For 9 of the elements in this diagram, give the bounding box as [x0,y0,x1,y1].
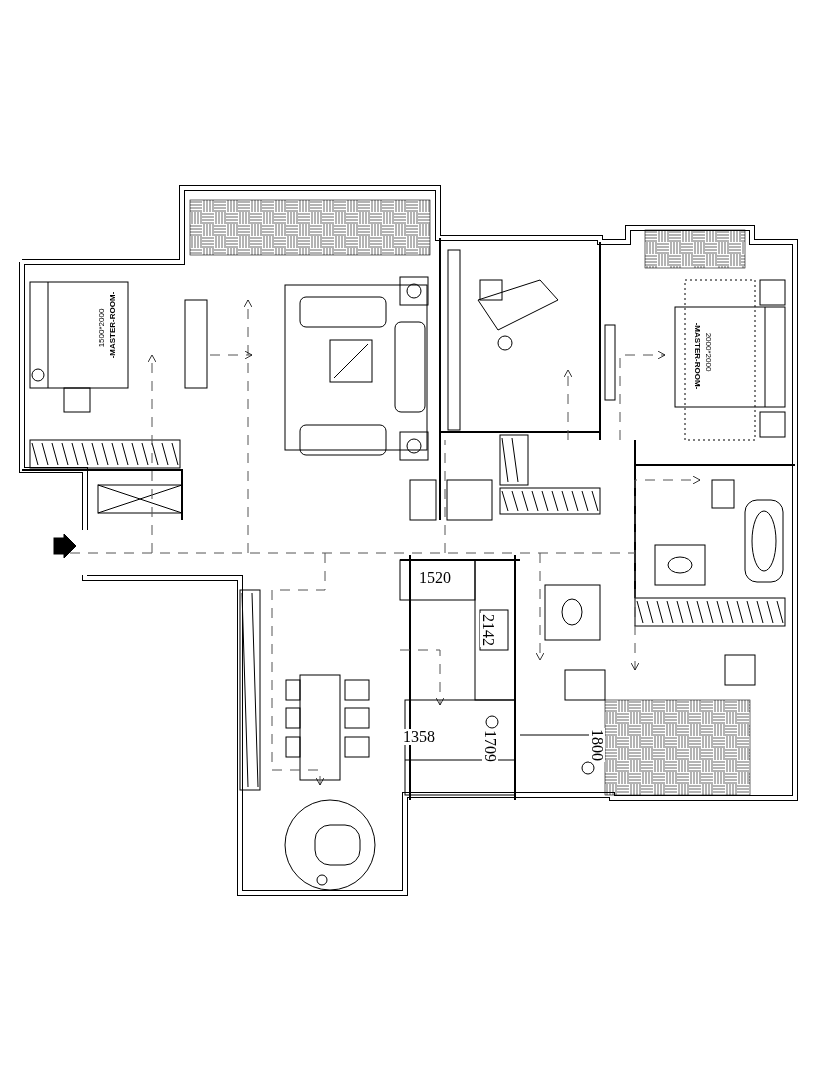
dimension-text: 2142 [480,613,496,647]
room-name-text: -MASTER-ROOM- [109,290,117,360]
dimension-text: 1358 [402,729,436,745]
dimension-text: 1709 [482,729,498,763]
dimension-text: 1520 [418,570,452,586]
dimension-text: 1800 [589,728,605,762]
bed-size-text: 2000*2000 [704,331,712,373]
bed-size-text: 1500*2000 [98,307,106,349]
room-name-text: -MASTER-ROOM- [693,321,701,391]
